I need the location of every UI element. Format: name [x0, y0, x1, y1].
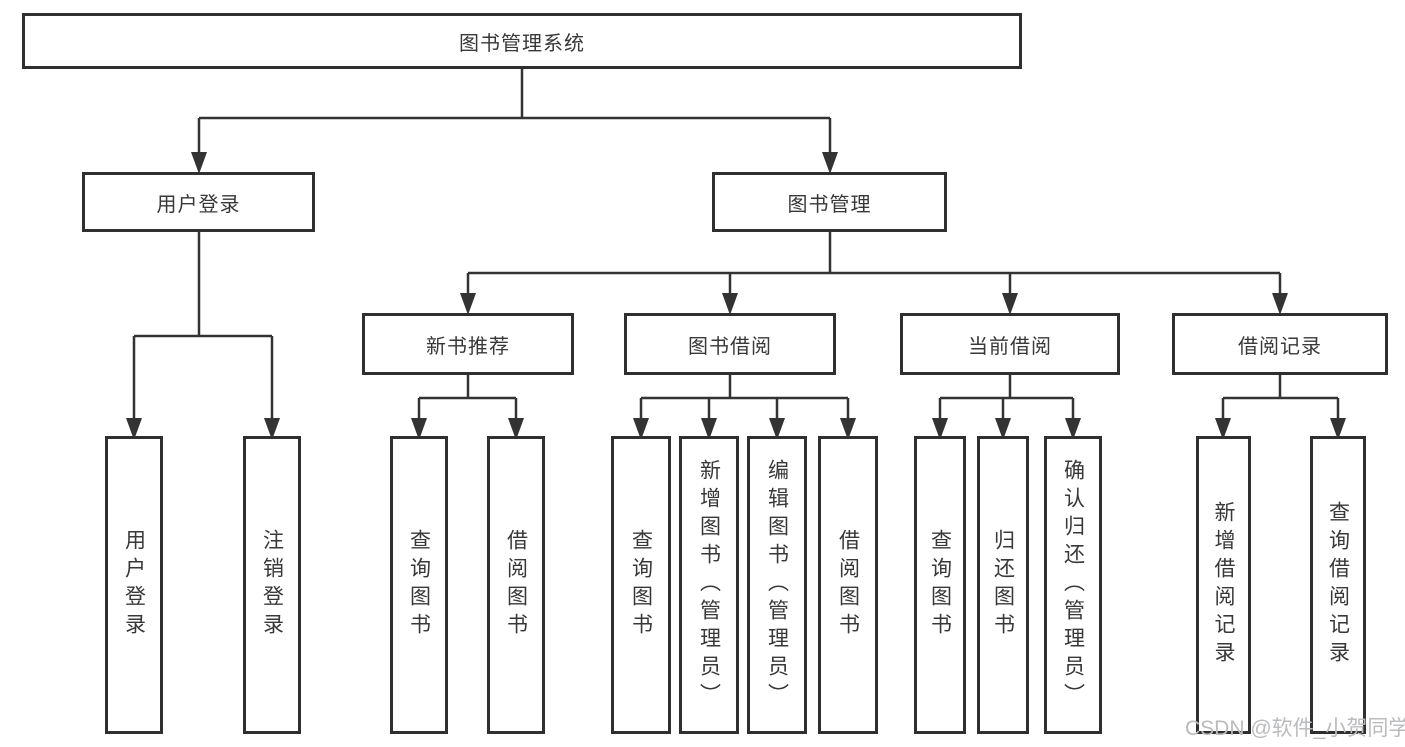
node-label: 图书借阅 [688, 335, 772, 358]
csdn-watermark: CSDN @软件_小贺同学 [1185, 717, 1405, 740]
node-label: 查询借阅记录 [1326, 501, 1350, 669]
node-borrow-records: 借阅记录 [1172, 313, 1388, 375]
node-label: 借阅图书 [504, 529, 528, 641]
leaf-query-books-borrowing: 查询图书 [611, 436, 671, 734]
node-label: 新书推荐 [426, 335, 510, 358]
node-label: 编辑图书（管理员） [765, 459, 789, 711]
node-label: 查询图书 [629, 529, 653, 641]
node-label: 新增图书（管理员） [697, 459, 721, 711]
leaf-edit-books-admin: 编辑图书（管理员） [747, 436, 807, 734]
leaf-borrow-books-recommend: 借阅图书 [487, 436, 545, 734]
node-label: 借阅图书 [836, 529, 860, 641]
node-book-management: 图书管理 [712, 172, 947, 232]
node-book-borrowing: 图书借阅 [624, 313, 836, 375]
node-user-login: 用户登录 [82, 172, 315, 232]
arrowheads [126, 152, 1346, 440]
node-label: 新增借阅记录 [1212, 501, 1235, 669]
leaf-borrow-books-borrowing: 借阅图书 [818, 436, 878, 734]
node-label: 图书管理系统 [459, 32, 585, 55]
leaf-add-books-admin: 新增图书（管理员） [679, 436, 739, 734]
leaf-query-books-recommend: 查询图书 [390, 436, 448, 734]
node-label: 归还图书 [991, 529, 1015, 641]
leaf-add-borrow-record: 新增借阅记录 [1196, 436, 1251, 734]
node-label: 用户登录 [156, 193, 241, 216]
node-label: 当前借阅 [968, 335, 1052, 358]
leaf-logout: 注销登录 [243, 436, 301, 734]
node-label: 用户登录 [122, 529, 146, 641]
node-label: 图书管理 [787, 193, 872, 216]
leaf-confirm-return-admin: 确认归还（管理员） [1044, 436, 1102, 734]
leaf-query-books-current: 查询图书 [914, 436, 966, 734]
node-current-borrowing: 当前借阅 [900, 313, 1120, 375]
leaf-query-borrow-record: 查询借阅记录 [1310, 436, 1366, 734]
node-label: 注销登录 [260, 529, 284, 641]
node-label: 借阅记录 [1238, 335, 1322, 358]
node-label: 确认归还（管理员） [1061, 459, 1085, 711]
node-root-system: 图书管理系统 [22, 13, 1022, 69]
node-new-book-recommend: 新书推荐 [362, 313, 574, 375]
leaf-user-login: 用户登录 [105, 436, 163, 734]
node-label: 查询图书 [928, 529, 952, 641]
leaf-return-books: 归还图书 [977, 436, 1029, 734]
tree-edges [132, 69, 1340, 424]
node-label: 查询图书 [407, 529, 431, 641]
